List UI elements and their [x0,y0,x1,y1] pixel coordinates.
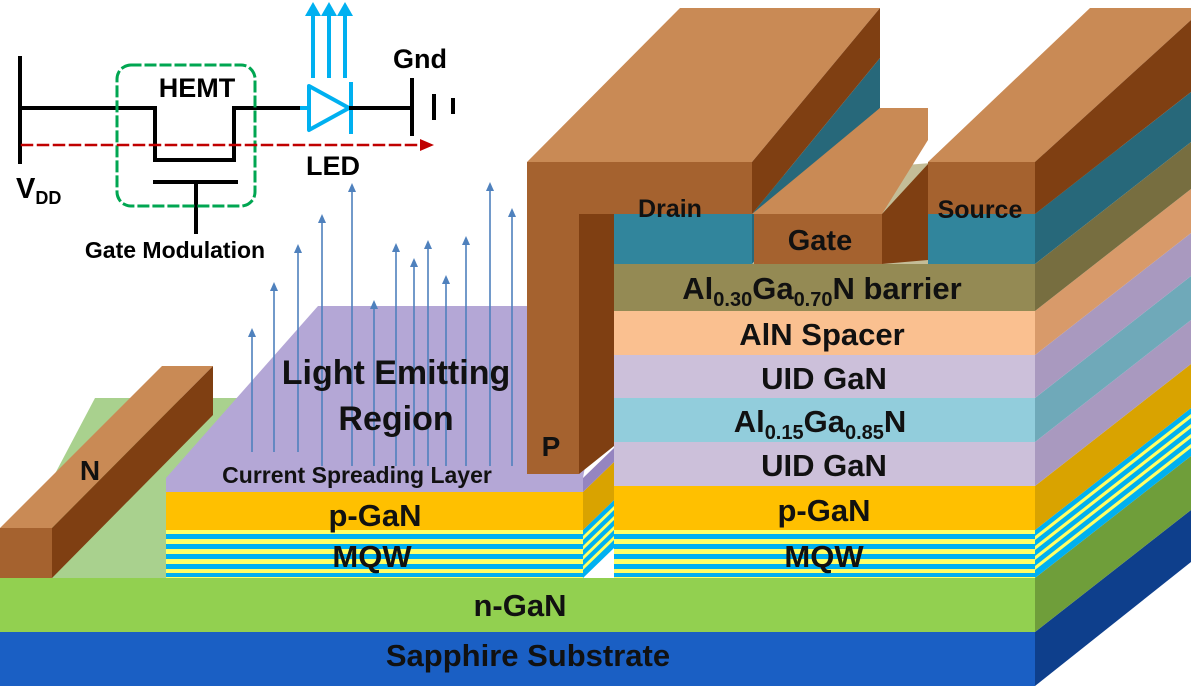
gate-modulation-label: Gate Modulation [85,237,265,263]
emission-arrow-head [270,282,278,291]
emission-arrow-head [442,275,450,284]
emission-arrow-head [508,208,516,217]
emission-arrow-head [248,328,256,337]
emission-arrows [248,182,516,466]
n-gan-label: n-GaN [474,588,567,623]
current-spreading-front [166,478,583,492]
light-region-top [166,306,614,478]
light-region-label-line1: Light Emitting [282,354,511,392]
pgan-left-label: p-GaN [329,498,422,533]
pgan-right-front [614,486,1035,530]
gate-label: Gate [788,225,852,257]
sapphire-side [1035,510,1191,686]
vdd-label: VDD [16,173,61,208]
emission-arrow-head [486,182,494,191]
gate-block [754,108,928,264]
n-gan-side [1035,456,1191,632]
uid-gan-lower-front [614,442,1035,486]
source-label: Source [938,196,1023,224]
source-contact [928,8,1191,214]
hemt-label: HEMT [159,73,236,103]
mqw-left-label: MQW [332,539,412,574]
current-spreading-label: Current Spreading Layer [222,462,492,488]
uid-gan-upper-front [614,355,1035,398]
drain-label: Drain [638,195,702,223]
n-contact-label: N [80,455,100,486]
led-mesa [166,306,614,578]
algan-015-label: Al0.15Ga0.85N [734,404,907,444]
n-contact [0,366,213,578]
emission-arrow-head [294,244,302,253]
emission-arrow-head [424,240,432,249]
emission-arrow-head [318,214,326,223]
aln-spacer-front [614,311,1035,355]
pgan-right-label: p-GaN [778,493,871,528]
emission-arrow-head [392,243,400,252]
light-region-label-line2: Region [338,400,453,438]
led-diode-icon [300,2,414,134]
n-gan-front [0,578,1035,632]
emission-arrow-head [348,183,356,192]
algan-015-front [614,398,1035,442]
uid-gan-upper-label: UID GaN [761,361,887,396]
gnd-label: Gnd [393,44,447,74]
sapphire-substrate [0,510,1191,686]
emission-arrow-head [410,258,418,267]
mqw-left-stripes [166,530,583,578]
algan-030-label: Al0.30Ga0.70N barrier [682,271,961,311]
algan-030-front [614,264,1035,311]
led-label: LED [306,151,360,181]
aln-spacer-label: AlN Spacer [739,317,904,352]
emission-arrow-head [370,300,378,309]
source-dielectric [928,214,1035,264]
p-drain-contact [527,8,880,474]
hemt-box [115,63,257,208]
mqw-right-stripes [614,530,1035,578]
ground-icon [410,78,455,136]
uid-gan-lower-label: UID GaN [761,448,887,483]
pgan-left-front [166,492,583,530]
circuit-schematic [18,2,455,234]
sapphire-label: Sapphire Substrate [386,638,670,673]
sapphire-front [0,632,1035,686]
drain-dielectric [614,214,752,264]
p-contact-label: P [542,431,561,462]
emission-arrow-head [462,236,470,245]
mqw-right-label: MQW [784,539,864,574]
current-path-arrow [20,139,434,151]
